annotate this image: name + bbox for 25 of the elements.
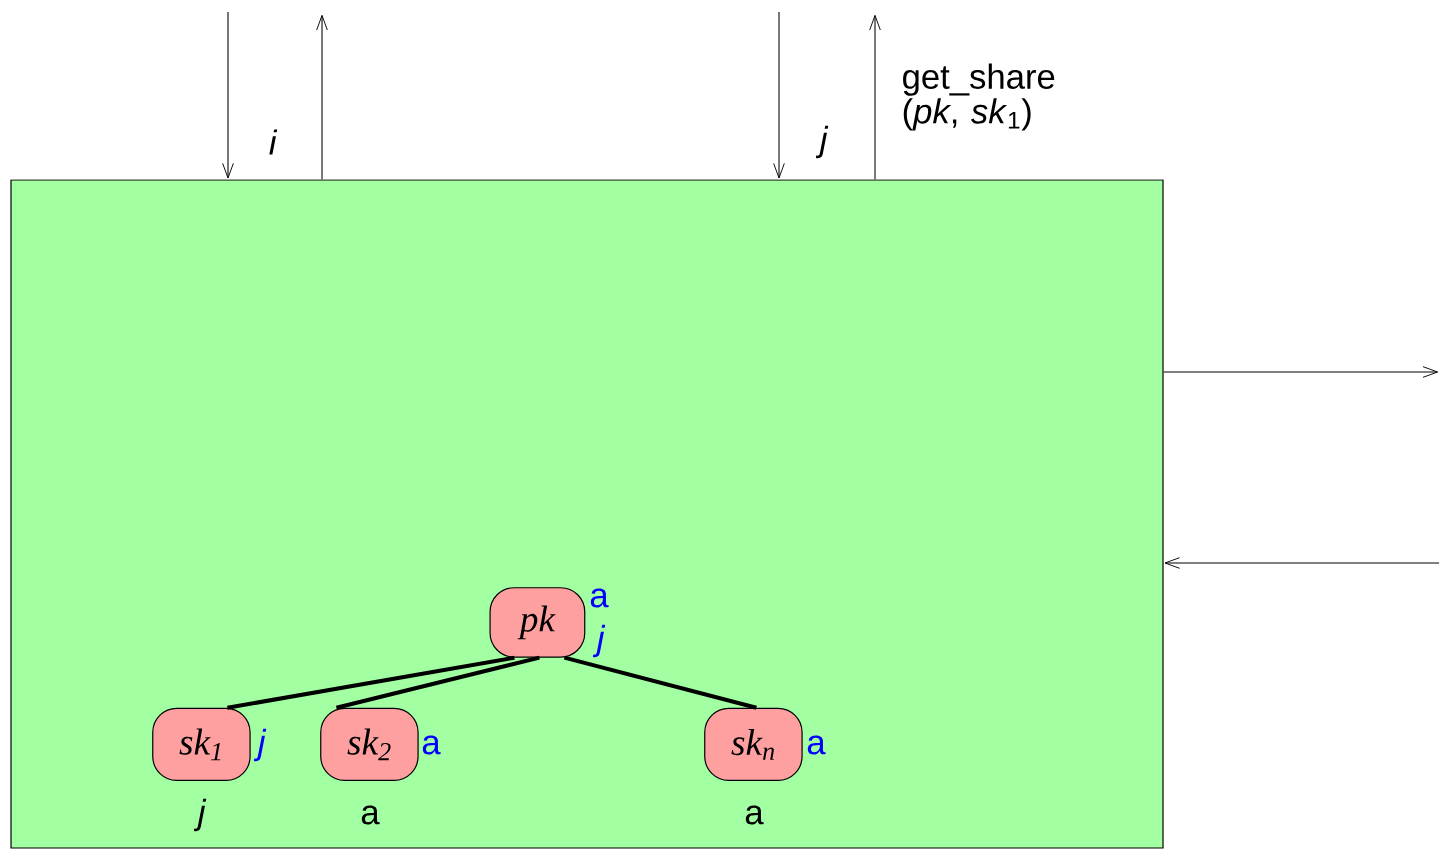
- key-node: sk$_{n}$: [704, 707, 803, 781]
- key-node: sk$_{1}$: [152, 707, 251, 781]
- side-label: a: [590, 588, 609, 608]
- connector-line: [563, 655, 757, 710]
- side-label: j: [253, 728, 267, 762]
- connector-line: [335, 655, 540, 710]
- edge-label: j: [815, 125, 829, 159]
- side-label: a: [745, 805, 764, 825]
- side-label: a: [422, 735, 441, 755]
- side-label: j: [592, 624, 606, 658]
- arrow: [1163, 366, 1439, 378]
- edge-label: get_share (pk, sk$_{1}$): [903, 63, 1055, 131]
- arrow: [222, 11, 234, 179]
- arrow: [869, 14, 881, 180]
- side-label: a: [807, 735, 826, 755]
- arrow: [773, 11, 785, 179]
- arrow: [1164, 557, 1439, 569]
- key-node: pk: [489, 587, 586, 658]
- key-node: sk$_{2}$: [320, 707, 419, 781]
- panel: [10, 179, 1164, 849]
- arrow: [316, 14, 328, 180]
- side-label: a: [361, 805, 380, 825]
- connector-line: [227, 655, 515, 710]
- edge-label: i: [269, 129, 278, 155]
- side-label: j: [193, 798, 207, 832]
